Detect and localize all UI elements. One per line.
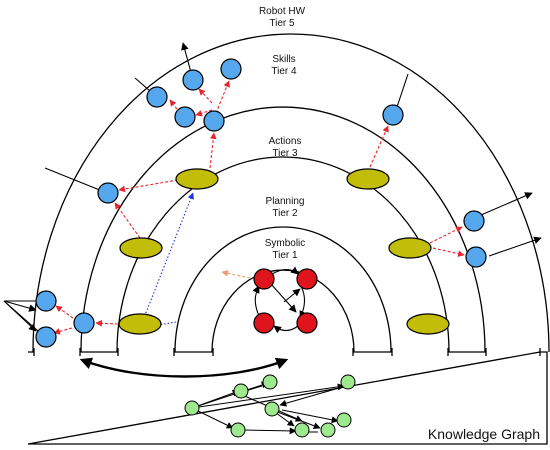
dependency-links xyxy=(53,80,465,335)
knowledge-node xyxy=(340,374,356,390)
knowledge-node xyxy=(230,422,246,438)
knowledge-node xyxy=(320,422,336,438)
tier5-name: Robot HW xyxy=(259,6,306,17)
knowledge-node xyxy=(336,412,352,428)
action-node xyxy=(118,313,162,335)
hardware-links xyxy=(3,42,542,332)
symbolic-node xyxy=(296,312,318,334)
tier4-arc xyxy=(80,106,486,353)
symbolic-node xyxy=(253,312,275,334)
tier3-level: Tier 3 xyxy=(272,148,298,159)
knowledge-node xyxy=(184,400,200,416)
knowledge-graph-label: Knowledge Graph xyxy=(428,426,540,442)
tier1-level: Tier 1 xyxy=(272,250,298,261)
symbolic-link xyxy=(221,270,251,279)
knowledge-node xyxy=(294,422,310,438)
knowledge-graph-edges xyxy=(191,381,347,435)
action-node xyxy=(119,237,163,259)
action-nodes xyxy=(118,168,450,335)
skill-node xyxy=(35,290,57,312)
knowledge-nodes xyxy=(184,374,356,438)
tier5-level: Tier 5 xyxy=(269,18,295,29)
tier3-arc xyxy=(116,156,450,353)
skill-node xyxy=(146,86,168,108)
tier1-name: Symbolic xyxy=(265,238,306,249)
symbolic-node xyxy=(253,268,275,290)
skill-node xyxy=(182,69,204,91)
knowledge-node xyxy=(264,401,280,417)
action-node xyxy=(175,168,219,190)
tier1-arc xyxy=(211,269,355,353)
bidirectional-arrow xyxy=(79,357,289,378)
symbolic-nodes xyxy=(252,266,318,334)
skill-node xyxy=(73,312,95,334)
skill-node xyxy=(465,246,487,268)
skill-node xyxy=(174,106,196,128)
knowledge-node xyxy=(262,374,278,390)
action-node xyxy=(346,168,390,190)
tier2-name: Planning xyxy=(266,196,305,207)
skill-node xyxy=(463,210,485,232)
knowledge-graph-box xyxy=(27,351,548,445)
skill-node xyxy=(220,58,242,80)
skill-node xyxy=(35,326,57,348)
tier4-name: Skills xyxy=(272,54,295,65)
action-node xyxy=(406,313,450,335)
skill-node xyxy=(382,104,404,126)
knowledge-node xyxy=(233,383,249,399)
tier2-arc xyxy=(174,226,392,353)
symbolic-node xyxy=(296,268,318,290)
tier5-arc xyxy=(32,33,550,353)
skill-nodes xyxy=(35,58,487,348)
action-node xyxy=(388,237,432,259)
tier4-level: Tier 4 xyxy=(271,66,297,77)
skill-node xyxy=(97,182,119,204)
skill-node xyxy=(203,110,225,132)
tier2-level: Tier 2 xyxy=(272,208,298,219)
tier3-name: Actions xyxy=(269,136,302,147)
